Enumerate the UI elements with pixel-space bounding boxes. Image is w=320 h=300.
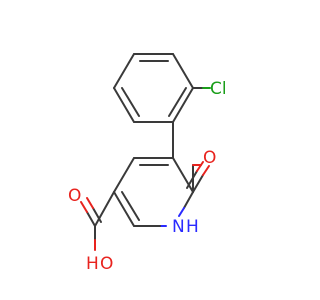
bond-carbonyl-link-o [202, 165, 210, 176]
bond-carbonyl-link [192, 174, 204, 193]
bond-acid-c-o-double-2 [92, 207, 102, 223]
bond-ring-c2-c3 [113, 191, 135, 227]
bond-ring-c6-n1 [183, 191, 194, 209]
atom-carbonyl-oxygen: O [203, 148, 216, 168]
bond-phenyl-double-b [121, 87, 140, 117]
pyridone-ring [113, 157, 194, 227]
atom-ring-nitrogen: N [172, 217, 185, 237]
bond-acid-c-o-double-2-o [86, 197, 94, 209]
bond-acid-c-o-double-1 [86, 211, 96, 227]
bond-ring-c3-c4 [113, 157, 135, 193]
bond-phenyl-5 [113, 53, 135, 89]
bond-ring-c5-c6 [172, 157, 194, 193]
bond-ring-c6-n1-n [178, 207, 185, 217]
structure-drawing: Cl O N H O O H [68, 53, 227, 274]
bond-ring-c3-cooh [94, 191, 115, 227]
bond-phenyl-4 [113, 87, 135, 123]
bond-phenyl-2 [172, 87, 194, 123]
bond-acid-c-o-double-1-o [80, 201, 88, 213]
atom-chlorine: Cl [210, 79, 227, 99]
bond-carbonyl-2-o [196, 161, 204, 172]
bond-carbonyl-2 [186, 170, 198, 189]
atom-acid-oxygen-double: O [68, 186, 81, 206]
bond-phenyl-double-c [168, 87, 187, 117]
atom-hydroxyl-hydrogen: H [86, 254, 99, 274]
atom-ring-nh-hydrogen: H [186, 217, 199, 237]
bond-ring-double-b [121, 191, 140, 221]
bond-phenyl-1 [172, 53, 194, 89]
phenyl-ring [113, 53, 194, 123]
molecule-canvas: Cl O N H O O H [68, 53, 227, 274]
atom-hydroxyl-oxygen: O [100, 254, 113, 274]
